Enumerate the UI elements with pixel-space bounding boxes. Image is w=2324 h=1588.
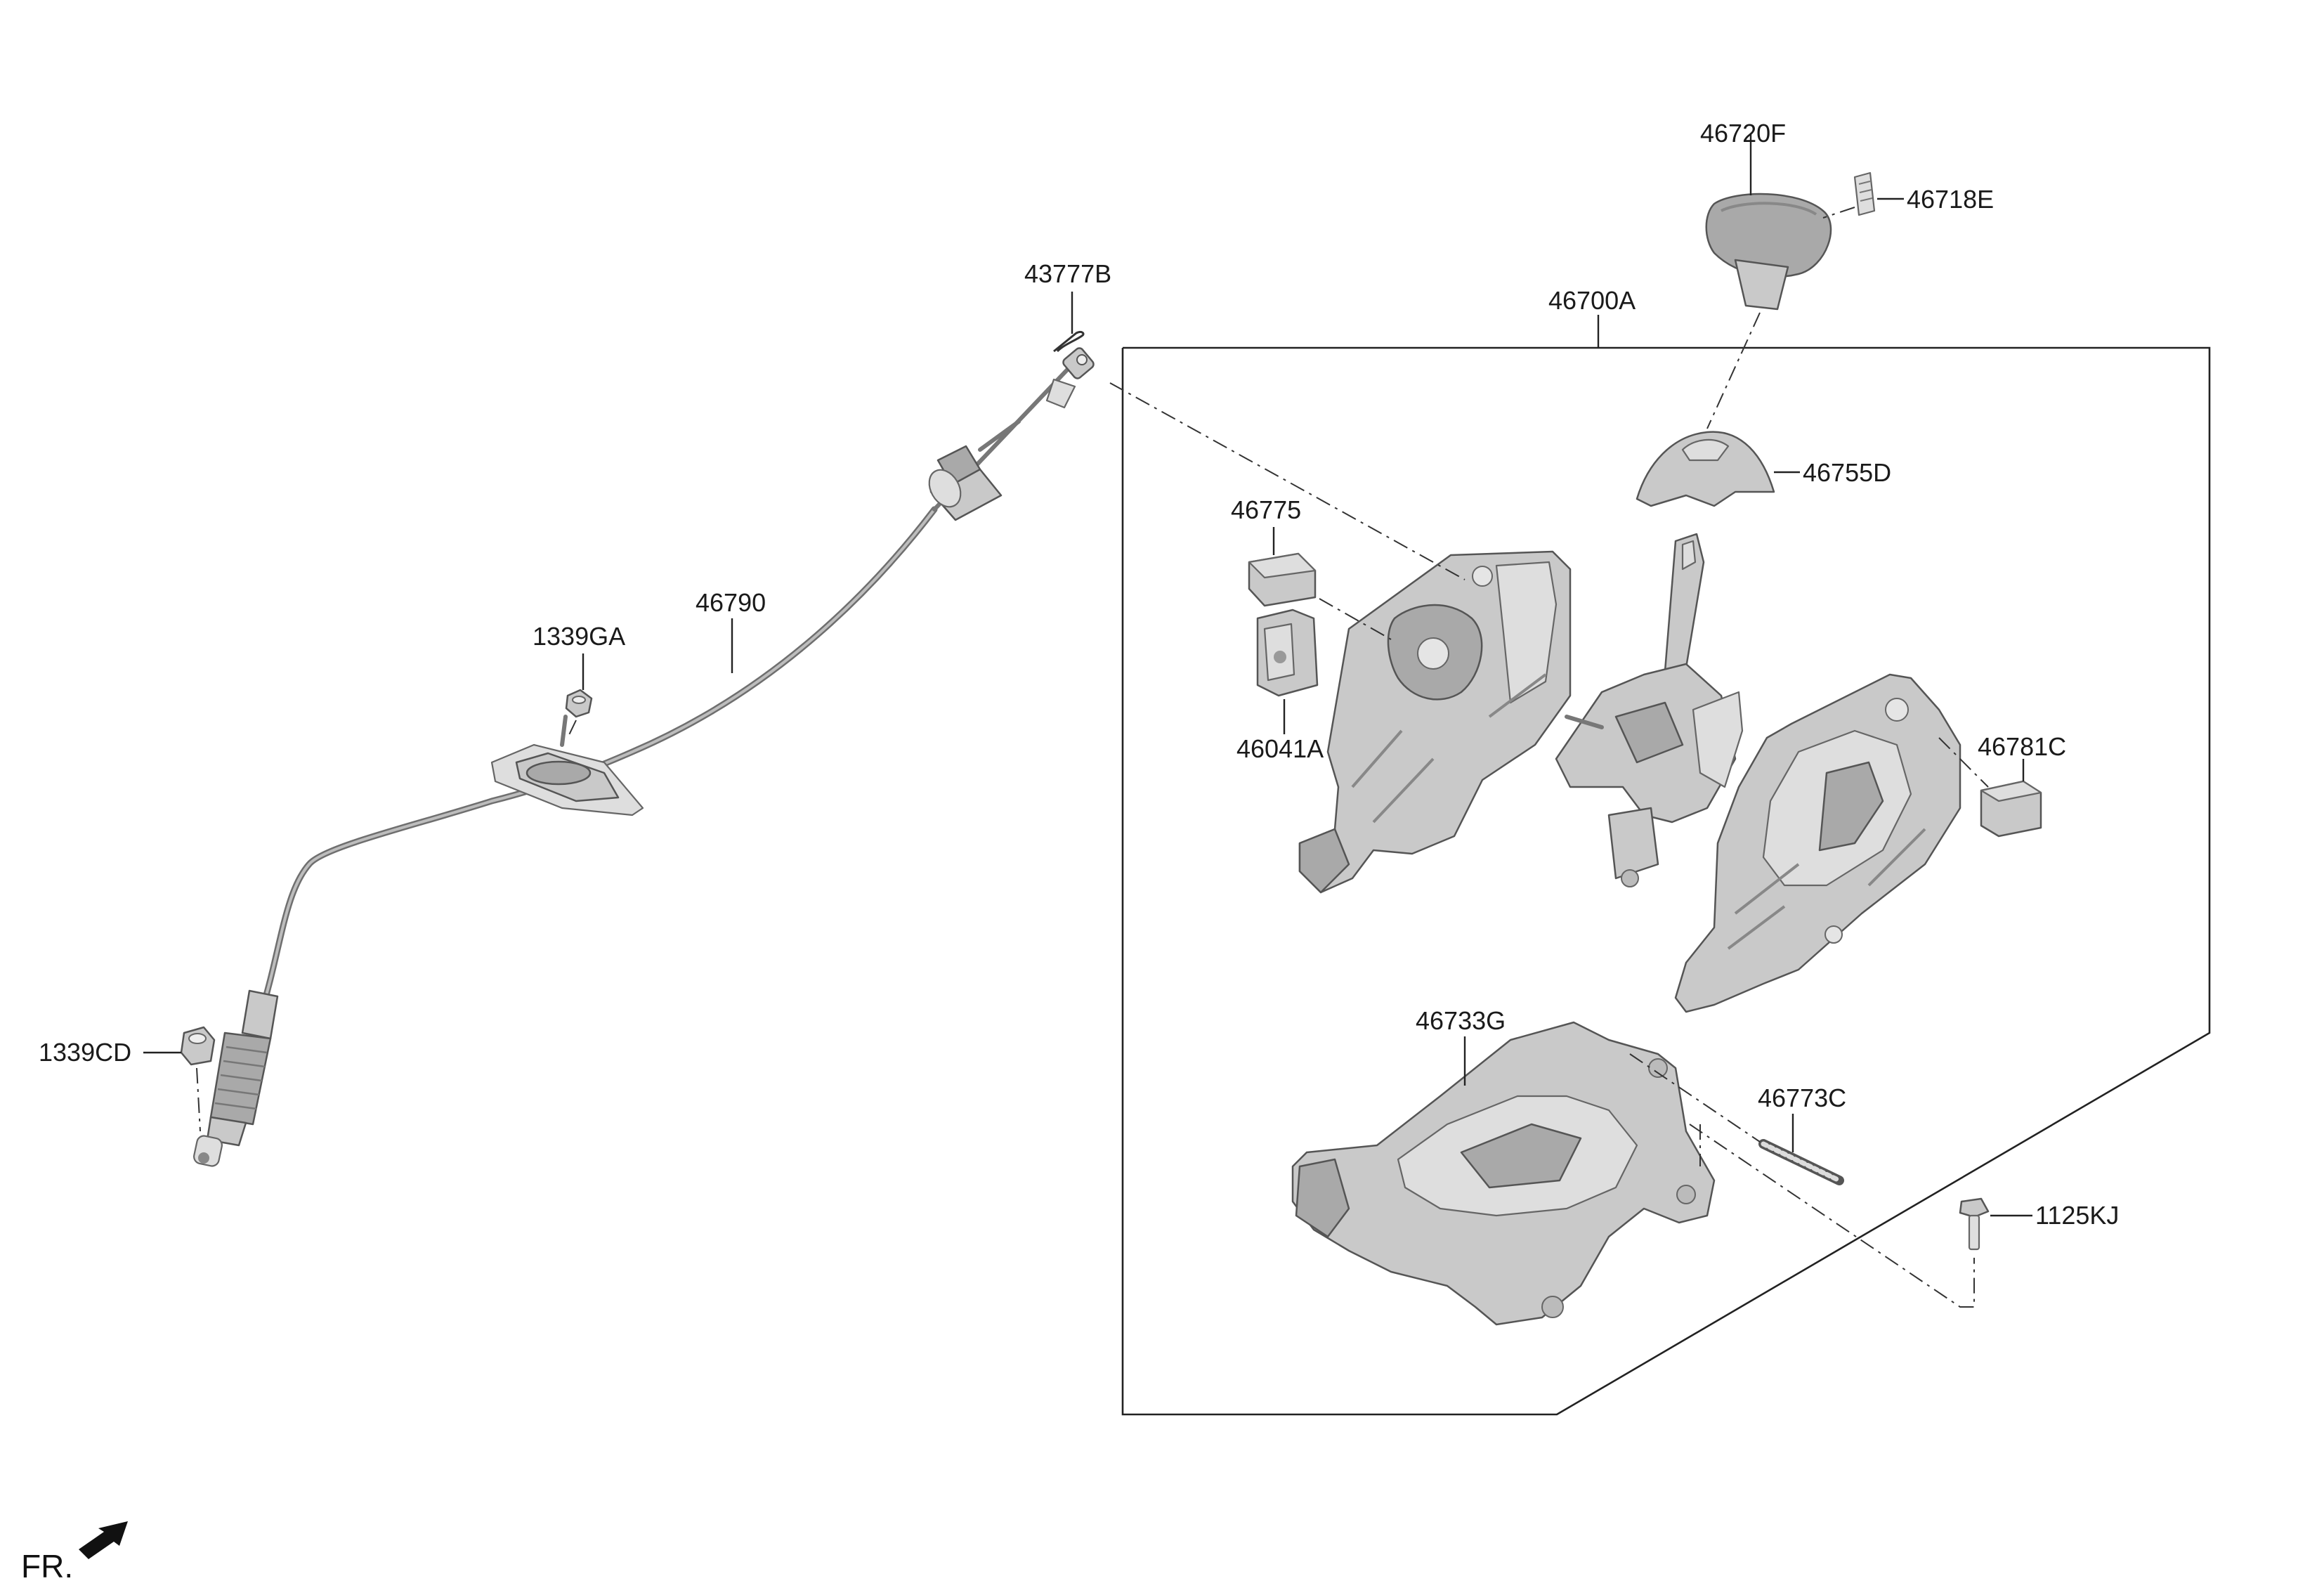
left-housing (1298, 550, 1572, 894)
nut-1339GA (565, 653, 593, 718)
cable-adjuster (928, 419, 1021, 521)
cable-upper-end (1045, 347, 1095, 409)
callout-46733G: 46733G (1416, 1006, 1506, 1035)
callout-46773C: 46773C (1758, 1083, 1846, 1112)
callout-1125KJ: 1125KJ (2035, 1201, 2119, 1230)
solenoid-46041A (1256, 608, 1319, 734)
cable-lower-boot (192, 989, 279, 1167)
shift-lever-mechanism (1555, 533, 1744, 887)
callout-46720F: 46720F (1700, 119, 1786, 148)
callout-46041A: 46041A (1236, 734, 1324, 763)
bracket-46775 (1248, 527, 1317, 607)
callout-46790: 46790 (696, 588, 766, 617)
callout-46781C: 46781C (1978, 732, 2066, 761)
callout-46700A: 46700A (1548, 286, 1636, 315)
orientation-mark: FR. (21, 1521, 128, 1584)
callout-1339CD: 1339CD (39, 1038, 131, 1067)
bolt-1125KJ (1959, 1197, 2032, 1251)
dash-lines (196, 382, 1989, 1308)
callout-43777B: 43777B (1024, 259, 1111, 288)
pin-46773C (1758, 1114, 1844, 1185)
cable-mounting-plate (490, 715, 644, 816)
nut-1339CD (143, 1026, 216, 1066)
knob-badge-46718E (1853, 171, 1904, 216)
right-housing (1674, 673, 1961, 1013)
connector-46781C (1980, 759, 2042, 838)
shift-cover-46755D (1636, 431, 1800, 507)
base-bracket-46733G (1291, 1021, 1716, 1326)
callout-labels: 46720F 46718E 43777B 46700A 46755D 46775… (39, 119, 2119, 1230)
callout-46775: 46775 (1231, 495, 1301, 524)
orientation-label: FR. (21, 1548, 73, 1584)
shift-cable-46790 (192, 347, 1095, 1167)
callout-46718E: 46718E (1907, 185, 1994, 214)
assembly-frame-46700A (1121, 315, 2211, 1416)
callout-46755D: 46755D (1803, 458, 1891, 487)
retaining-clip-43777B (1053, 292, 1085, 353)
shift-knob-46720F (1705, 134, 1832, 311)
callout-1339GA: 1339GA (533, 622, 625, 651)
front-direction-arrow-icon (79, 1521, 128, 1559)
